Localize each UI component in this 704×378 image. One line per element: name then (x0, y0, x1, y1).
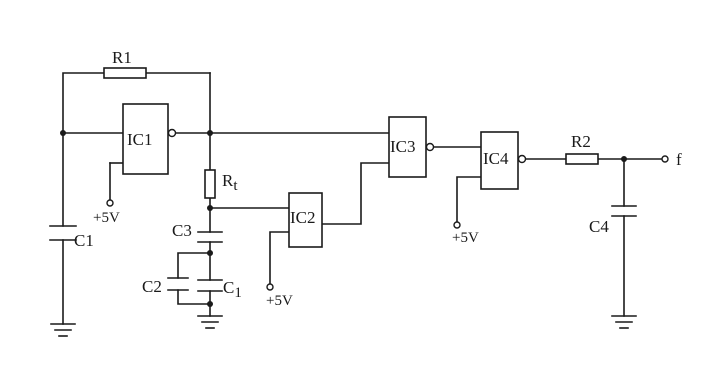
label-r1: R1 (112, 48, 132, 67)
output-terminal (661, 155, 669, 163)
label-ic1: IC1 (127, 130, 153, 149)
label-c1b: C1 (223, 278, 242, 301)
label-c4: C4 (589, 217, 609, 236)
ic1-output-bubble (167, 128, 177, 138)
label-c1: C1 (74, 231, 94, 250)
label-c2: C2 (142, 277, 162, 296)
vcc-terminal-ic2 (266, 283, 274, 291)
wire-c2-top (177, 252, 211, 279)
resistor-r1 (103, 67, 147, 79)
label-c3: C3 (172, 221, 192, 240)
junction-rt-node (207, 205, 213, 211)
ground-middle (197, 315, 223, 329)
junctions (60, 130, 627, 307)
ground-right (611, 315, 637, 329)
resistor-r2 (565, 153, 599, 165)
wire-ic2-ic3 (321, 162, 390, 225)
junction-left-bus (60, 130, 66, 136)
resistor-rt (204, 169, 216, 199)
capacitor-c3 (197, 231, 223, 243)
junction-c3-c2 (207, 250, 213, 256)
capacitor-c1b (197, 279, 223, 292)
label-vcc-ic4: +5V (452, 230, 479, 246)
ic3-output-bubble (425, 142, 435, 152)
label-ic3: IC3 (390, 137, 416, 156)
ic1-box (122, 103, 169, 175)
label-output: f (676, 150, 682, 169)
label-rt-sub: t (233, 178, 238, 194)
vcc-terminal-ic4 (453, 221, 461, 229)
wire-c2-bottom (177, 289, 211, 305)
label-r2: R2 (571, 132, 591, 151)
label-vcc-ic2: +5V (266, 293, 293, 309)
wires (62, 72, 663, 325)
vcc-terminal-ic1 (106, 199, 114, 207)
wire-ic2-vcc (269, 231, 290, 285)
label-vcc-ic1: +5V (93, 210, 120, 226)
label-c1b-main: C (223, 278, 234, 297)
junction-r1-bus (207, 130, 213, 136)
junction-c1b-c2 (207, 301, 213, 307)
ic4-output-bubble (517, 154, 527, 164)
label-ic4: IC4 (483, 149, 509, 168)
junction-out-c4 (621, 156, 627, 162)
ic2-box (288, 192, 323, 248)
capacitor-c1 (49, 225, 77, 241)
capacitor-c2 (167, 277, 189, 291)
ground-left (50, 323, 76, 337)
wire-ic4-vcc (456, 176, 482, 223)
wire-r1-loop (62, 72, 105, 227)
capacitor-c4 (611, 205, 637, 217)
ic3-box (388, 116, 427, 178)
ic4-box (480, 131, 519, 190)
label-rt-main: R (222, 171, 234, 190)
label-rt: Rt (222, 171, 238, 194)
label-c1b-sub: 1 (234, 285, 242, 301)
label-ic2: IC2 (290, 208, 316, 227)
